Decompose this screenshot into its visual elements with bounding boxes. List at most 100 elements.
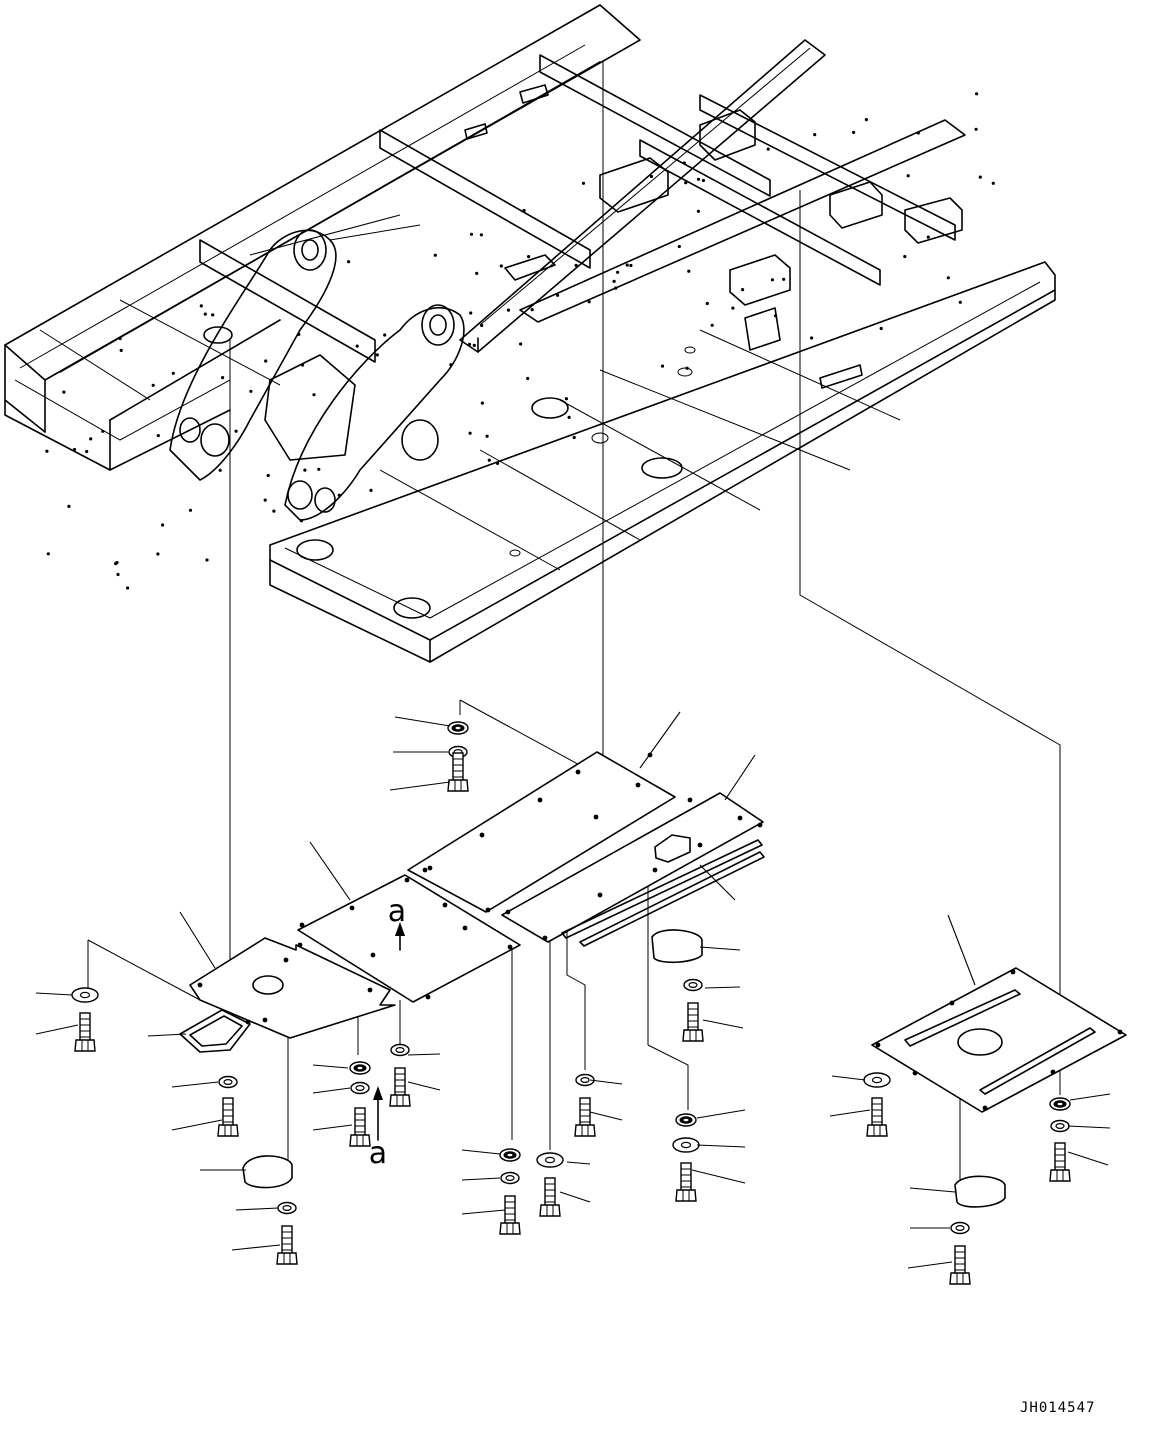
frame-rivet: [369, 488, 373, 492]
frame-rivet: [916, 131, 920, 135]
bolt-hole: [479, 832, 485, 838]
frame-rivet: [685, 366, 689, 370]
frame-rivet: [221, 376, 225, 380]
bolt-hole: [505, 909, 511, 915]
bolt-hole: [1050, 1069, 1056, 1075]
springwasher-part: [675, 1113, 697, 1127]
leader-line: [724, 754, 756, 801]
bolt-hole: [370, 952, 376, 958]
frame-rivet: [205, 558, 209, 562]
frame-rivet: [199, 304, 203, 308]
bolt-hole: [1010, 969, 1016, 975]
frame-rivet: [974, 127, 978, 131]
leader-line: [639, 711, 681, 769]
frame-rivet: [266, 473, 270, 478]
leader-line: [831, 1075, 866, 1081]
frame-rivet: [687, 269, 691, 273]
frame-rivet: [151, 383, 155, 387]
bolt-hole: [593, 814, 599, 820]
frame-rivet: [696, 209, 701, 213]
leader-line: [235, 1207, 279, 1211]
leader-line: [171, 1119, 223, 1131]
bolt-hole: [485, 907, 491, 913]
bolt-part: [349, 1107, 371, 1147]
bolt-hole: [635, 782, 641, 788]
bolt-hole: [542, 935, 548, 941]
bigwasher-part: [536, 1152, 564, 1168]
leader-line: [179, 911, 216, 969]
undercover-plate-long-b: [501, 792, 764, 943]
bolt-hole: [537, 797, 543, 803]
frame-rivet: [467, 342, 472, 346]
callout-leader-lines: [35, 711, 1111, 1269]
seal-strip: [561, 839, 765, 947]
frame-rivet: [85, 449, 89, 454]
leader-line: [702, 1019, 744, 1029]
leader-line: [589, 1079, 623, 1085]
leader-line: [147, 1033, 187, 1037]
bolt-hole: [427, 865, 433, 871]
bolt-hole: [697, 842, 703, 848]
bolt-hole: [349, 905, 355, 911]
springwasher-part: [1049, 1097, 1071, 1111]
leader-line: [907, 1261, 953, 1269]
leader-line: [35, 1024, 79, 1035]
bolt-part: [447, 752, 469, 792]
frame-rivet: [629, 263, 633, 268]
frame-rivet: [906, 174, 910, 178]
bolt-hole: [262, 1017, 268, 1023]
leader-line: [589, 1111, 623, 1121]
leader-line: [461, 1149, 501, 1155]
leader-line: [1067, 1151, 1109, 1166]
revolving-frame: [4, 4, 1056, 663]
frame-rivet: [468, 431, 472, 435]
bolt-hole: [507, 944, 513, 950]
bolt-part: [499, 1195, 521, 1235]
frame-rivet: [263, 498, 267, 502]
leader-line: [389, 781, 451, 791]
washer-part: [500, 1171, 520, 1185]
frame-rivet: [572, 435, 576, 440]
frame-rivet: [677, 244, 681, 249]
frame-rivet: [684, 181, 688, 185]
frame-rivet: [741, 288, 745, 292]
bolt-hole: [283, 957, 289, 963]
frame-rivet: [649, 174, 654, 179]
frame-rivet: [587, 300, 591, 304]
bolt-hole: [367, 987, 373, 993]
frame-rivet: [487, 458, 491, 462]
bolt-part: [389, 1067, 411, 1107]
frame-rivet: [480, 323, 484, 328]
leader-line: [559, 1191, 591, 1203]
springwasher-part: [349, 1061, 371, 1075]
frame-rivet: [383, 333, 387, 337]
leader-line: [309, 841, 351, 901]
leader-line: [696, 1144, 746, 1148]
bigwasher-part: [863, 1072, 891, 1088]
view-arrow-lower: a: [369, 1086, 387, 1171]
frame-rivet: [312, 393, 316, 397]
leader-line: [704, 986, 741, 989]
washer-part: [350, 1081, 370, 1095]
frame-rivet: [774, 314, 778, 318]
leader-line: [691, 1169, 746, 1184]
frame-rivet: [522, 208, 526, 213]
frame-rivet: [530, 308, 534, 312]
frame-rivet: [958, 300, 962, 304]
frame-rivet: [45, 449, 49, 453]
washer-part: [683, 978, 703, 992]
frame-rivet: [46, 552, 50, 556]
frame-rivet: [347, 260, 351, 264]
frame-rivet: [766, 147, 770, 151]
bolt-hole: [575, 769, 581, 775]
leader-line: [947, 914, 976, 986]
frame-rivet: [472, 343, 476, 347]
bigwasher-part: [71, 987, 99, 1003]
bigwasher-part: [672, 1137, 700, 1153]
frame-rivet: [660, 364, 665, 368]
bolt-hole: [687, 797, 693, 803]
frame-rivet: [926, 235, 930, 239]
frame-bolt-holes: [45, 92, 995, 590]
frame-rivet: [299, 519, 303, 523]
washer-part: [277, 1201, 297, 1215]
